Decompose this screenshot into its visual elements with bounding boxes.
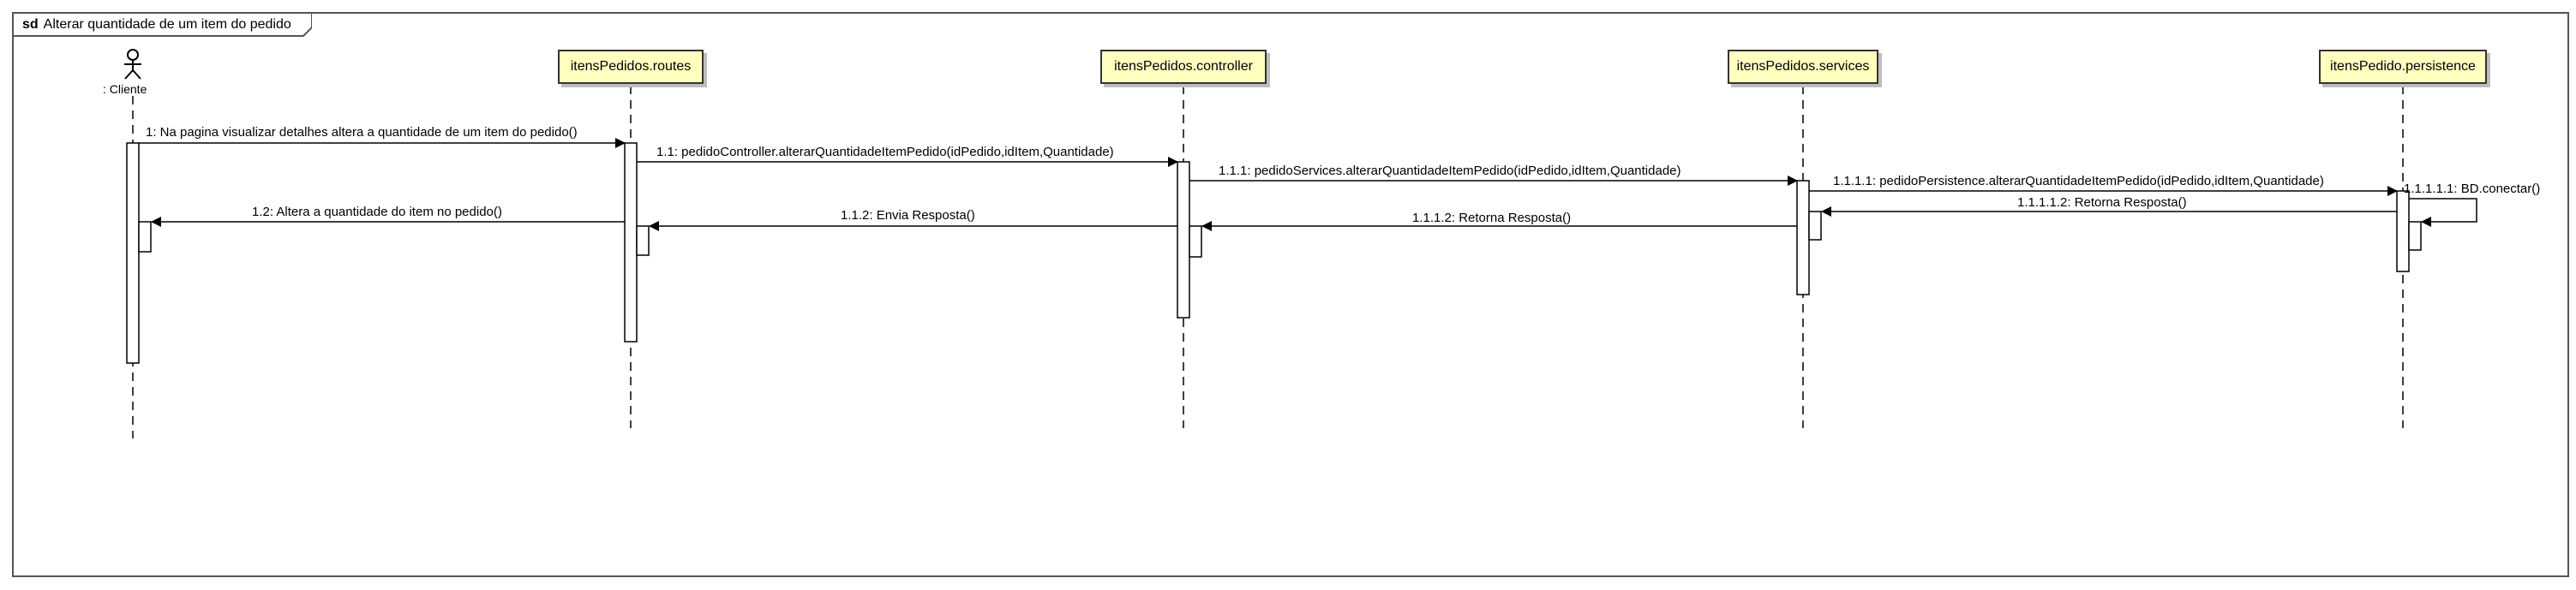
activation-persistence-nested — [2408, 221, 2422, 251]
frame-title-tab — [12, 12, 312, 37]
message-label-1-1-1-1: 1.1.1.1: pedidoPersistence.alterarQuanti… — [1833, 174, 2324, 188]
activation-cliente-nested — [138, 221, 152, 253]
activation-controller — [1177, 161, 1190, 319]
participant-services[interactable]: itensPedidos.services — [1728, 50, 1878, 84]
actor-label: : Cliente — [103, 82, 147, 96]
sequence-diagram-frame — [12, 12, 2569, 577]
message-label-1-2: 1.2: Altera a quantidade do item no pedi… — [252, 205, 502, 219]
frame-keyword: sd — [22, 17, 39, 32]
activation-routes-nested — [636, 225, 650, 256]
activation-services-nested — [1808, 211, 1822, 241]
activation-controller-nested — [1189, 225, 1202, 258]
actor-icon — [124, 49, 141, 80]
message-arrow-1-1-1-1-1 — [2409, 198, 2477, 227]
activation-routes — [624, 142, 638, 343]
message-label-1-1-1-1-2: 1.1.1.1.2: Retorna Resposta() — [2017, 195, 2187, 210]
activation-persistence — [2396, 190, 2410, 272]
message-label-1-1-2: 1.1.2: Envia Resposta() — [841, 208, 975, 223]
message-label-1-1: 1.1: pedidoController.alterarQuantidadeI… — [656, 145, 1114, 159]
frame-title: sd Alterar quantidade de um item do pedid… — [22, 17, 291, 33]
message-label-1-1-1-1-1: 1.1.1.1.1: BD.conectar() — [2404, 182, 2541, 196]
message-label-1: 1: Na pagina visualizar detalhes altera … — [146, 125, 578, 140]
frame-title-text: Alterar quantidade de um item do pedido — [43, 17, 291, 32]
message-label-1-1-1-2: 1.1.1.2: Retorna Resposta() — [1412, 211, 1572, 225]
activation-cliente — [126, 142, 140, 364]
participant-persistence[interactable]: itensPedido.persistence — [2319, 50, 2487, 84]
activation-services — [1796, 180, 1810, 295]
participant-routes[interactable]: itensPedidos.routes — [558, 50, 704, 84]
participant-controller[interactable]: itensPedidos.controller — [1100, 50, 1267, 84]
message-label-1-1-1: 1.1.1: pedidoServices.alterarQuantidadeI… — [1219, 164, 1681, 178]
